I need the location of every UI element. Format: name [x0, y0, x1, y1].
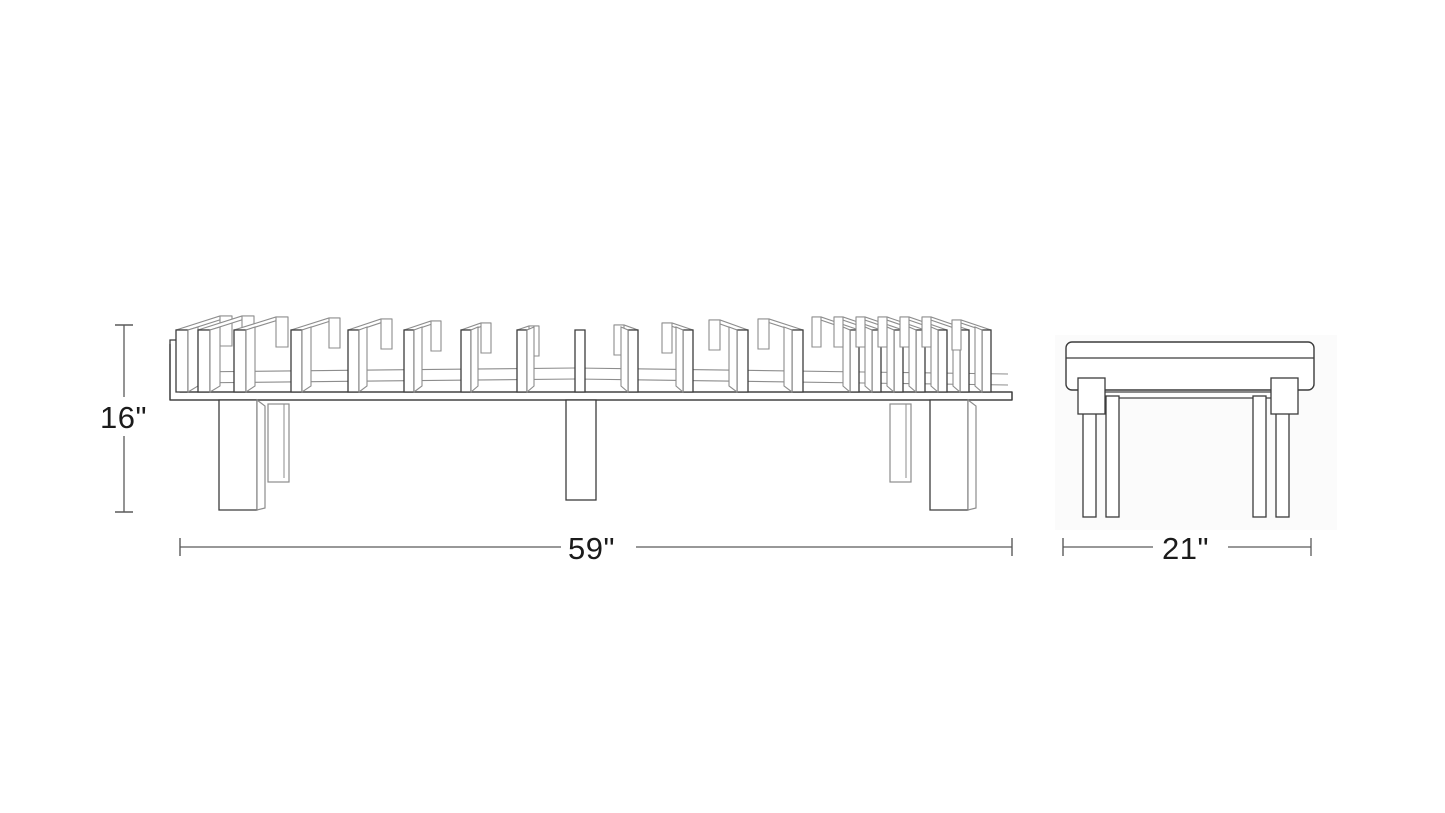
leg-center: [565, 399, 597, 501]
slat-side-face: [620, 326, 629, 394]
slat-side-face: [728, 326, 738, 394]
slat-back-face: [757, 318, 770, 350]
leg-rear-right: [889, 403, 912, 483]
bracket-left: [1077, 377, 1106, 415]
slat-side-face: [842, 326, 851, 394]
leg-rear-left: [267, 403, 290, 483]
seat-slat: [613, 324, 639, 394]
seat-slat: [899, 316, 948, 394]
seat-slat: [233, 316, 289, 394]
slat-front-face: [937, 329, 948, 393]
seat-slat: [347, 318, 393, 394]
slat-back-face: [480, 322, 492, 354]
slat-front-face: [736, 329, 749, 393]
slat-side-face: [526, 326, 535, 394]
dimension-label-depth: 21": [1162, 531, 1209, 566]
dimension-annotations: [115, 324, 1312, 556]
seat-slat: [661, 322, 694, 394]
slat-front-face: [347, 329, 360, 393]
side-elevation-view: [1065, 341, 1315, 518]
slat-front-face: [460, 329, 472, 393]
slat-front-face: [516, 329, 528, 393]
slat-front-face: [627, 329, 639, 393]
slat-side-face: [413, 326, 423, 394]
slat-back-face: [328, 317, 341, 349]
seat-slat: [811, 316, 860, 394]
side-leg-left-rear: [1105, 395, 1120, 518]
slat-side-face: [301, 326, 312, 394]
slat-back-face: [708, 319, 721, 351]
slat-front-face: [290, 329, 303, 393]
bracket-right: [1270, 377, 1299, 415]
side-leg-right-front: [1252, 395, 1267, 518]
slat-side-face: [675, 326, 684, 394]
slat-back-face: [275, 316, 289, 348]
slat-back-face: [661, 322, 673, 354]
slat-front-face: [574, 329, 586, 393]
slat-side-face: [930, 326, 939, 394]
leg-front-left-side: [256, 398, 266, 511]
seat-slat: [516, 325, 540, 394]
seat-slat: [460, 322, 492, 394]
seat-slats: [175, 315, 992, 394]
slat-side-face: [864, 326, 873, 394]
seat-slat: [757, 318, 804, 394]
seat-slat: [175, 315, 233, 393]
seat-slat: [290, 317, 341, 394]
slat-front-face: [175, 329, 189, 393]
slat-back-face: [833, 316, 844, 348]
seat-slat: [403, 320, 442, 394]
slat-back-face: [877, 316, 888, 348]
slat-back-face: [951, 319, 962, 351]
slat-side-face: [974, 326, 983, 394]
slat-back-face: [855, 316, 866, 348]
slat-side-face: [908, 326, 917, 394]
slat-back-face: [921, 316, 932, 348]
side-stretcher-rail: [1095, 391, 1277, 399]
leg-front-left-face: [218, 399, 258, 511]
slat-side-face: [209, 326, 221, 393]
slat-side-face: [358, 326, 368, 394]
slat-back-face: [811, 316, 822, 348]
slat-back-face: [380, 318, 393, 350]
front-elevation-view: [169, 315, 1013, 511]
dimension-label-height: 16": [100, 400, 147, 435]
slat-side-face: [245, 326, 256, 394]
slat-front-face: [233, 329, 247, 393]
slat-back-face: [430, 320, 442, 352]
slat-side-face: [187, 326, 199, 393]
slat-side-face: [783, 326, 793, 394]
leg-front-right-side: [967, 398, 977, 511]
slat-back-face: [899, 316, 910, 348]
side-seat-slab: [1065, 341, 1315, 391]
slat-front-face: [403, 329, 415, 393]
slat-front-face: [981, 329, 992, 393]
leg-front-right-face: [929, 399, 969, 511]
dimension-label-length: 59": [568, 531, 615, 566]
seat-slat: [574, 329, 586, 393]
slat-front-face: [791, 329, 804, 393]
slat-front-face: [197, 329, 211, 393]
seat-slat: [708, 319, 749, 394]
slat-side-face: [470, 326, 479, 394]
seat-slat: [951, 319, 992, 394]
slat-front-face: [682, 329, 694, 393]
slat-side-face: [886, 326, 895, 394]
front-view-legs: [218, 398, 977, 511]
